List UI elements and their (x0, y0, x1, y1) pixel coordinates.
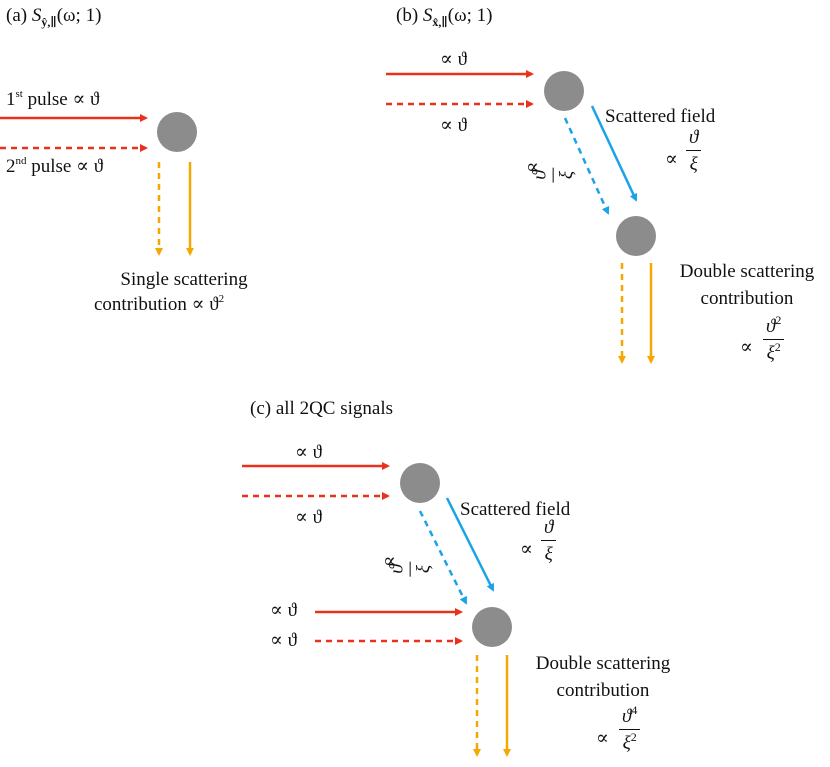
panel-b-s: S (422, 5, 433, 26)
panel-c-incoming2-dashed-label: ∝ ϑ (270, 630, 298, 651)
panel-a-args: (ω; 1) (56, 5, 102, 26)
panel-a-prefix: (a) (6, 5, 32, 26)
panel-b-args: (ω; 1) (447, 5, 493, 26)
panel-b-label: (b) Sx̂,∥(ω; 1) (396, 5, 493, 28)
pulse2-ordinal: nd (15, 155, 27, 167)
particle-c2 (472, 607, 512, 647)
panel-b-subscript: x̂,∥ (432, 15, 448, 29)
panel-c-double-fraction-num: ϑ4 (619, 704, 640, 729)
panel-b-incoming-dashed-label: ∝ ϑ (440, 115, 468, 136)
panel-c-solid-fraction-bar (541, 540, 557, 541)
scatter-solid-arrow-b (590, 105, 638, 202)
panel-c-double-fraction-den: ξ2 (623, 730, 637, 753)
particle-b2 (616, 216, 656, 256)
panel-a-label: (a) Sŷ,∥(ω; 1) (6, 5, 102, 28)
pulse1-label: 1st pulse ∝ ϑ (6, 88, 100, 110)
panel-b-scattered-field-label: Scattered field (605, 106, 716, 127)
panel-b-double-caption-1: Double scattering (679, 261, 815, 282)
panel-b-double-caption-2: contribution (700, 288, 794, 309)
single-contribution-power: 2 (218, 293, 225, 305)
panel-b-solid-fraction: ϑ ξ (686, 127, 702, 175)
panel-b-double-den-power: 2 (774, 340, 781, 354)
panel-b-double-fraction-den: ξ2 (767, 340, 781, 363)
panel-b-dashed-fraction-den: ξ (556, 170, 578, 180)
panel-c-incoming2-solid-label: ∝ ϑ (270, 600, 298, 621)
panel-b-graphic (386, 70, 656, 364)
panel-c-solid-fraction: ϑ ξ (541, 517, 557, 565)
panel-c-solid-fraction-num: ϑ (544, 517, 554, 538)
panel-a-subscript: ŷ,∥ (41, 15, 57, 29)
panel-b-double-prop-sign: ∝ (740, 337, 753, 358)
panel-c-double-prop-sign: ∝ (596, 728, 609, 749)
panel-b-double-num-power: 2 (775, 313, 782, 327)
panel-b-double-fraction-num: ϑ2 (763, 314, 784, 339)
panel-b-incoming-solid-label: ∝ ϑ (440, 49, 468, 70)
particle-b1 (544, 71, 584, 111)
panel-b-double-fraction-bar (763, 339, 785, 340)
panel-a-s: S (31, 5, 42, 26)
panel-c-dashed-fraction: ϑ ξ (386, 561, 435, 577)
panel-b-double-fraction: ϑ2 ξ2 (763, 314, 785, 363)
panel-c-dashed-fraction-num: ϑ (386, 564, 408, 574)
panel-b-solid-prop-sign: ∝ (665, 149, 678, 170)
panel-c-graphic (242, 462, 512, 757)
single-scattering-caption-1: Single scattering (120, 269, 248, 290)
panel-c-double-den-power: 2 (630, 730, 637, 744)
panel-c-incoming-dashed-label: ∝ ϑ (295, 507, 323, 528)
panel-b-dashed-fraction-num: ϑ (529, 170, 551, 180)
single-scattering-caption-2: contribution ∝ ϑ2 (94, 293, 225, 315)
particle-c1 (400, 463, 440, 503)
panel-c-dashed-prop-sign: ∝ (383, 551, 396, 572)
pulse1-number: 1 (6, 89, 16, 110)
panel-b-prefix: (b) (396, 5, 423, 26)
scatter-dashed-arrow-b (563, 117, 610, 215)
panel-c-solid-fraction-den: ξ (544, 544, 553, 565)
single-contribution-text: contribution ∝ ϑ (94, 294, 219, 315)
pulse1-ordinal: st (15, 88, 23, 100)
panel-b-solid-fraction-num: ϑ (689, 127, 699, 148)
panel-b-double-xi: ξ (766, 343, 775, 364)
particle-a (157, 112, 197, 152)
panel-c-dashed-fraction-den: ξ (413, 564, 435, 574)
panel-c-double-num-power: 4 (631, 703, 638, 717)
panel-c-double-caption-1: Double scattering (535, 653, 671, 674)
panel-c-incoming-solid-label: ∝ ϑ (295, 442, 323, 463)
panel-b-double-theta: ϑ (766, 316, 776, 337)
panel-c-solid-prop-sign: ∝ (520, 539, 533, 560)
panel-b-dashed-prop-sign: ∝ (526, 157, 539, 178)
panel-c-double-fraction-bar (619, 729, 641, 730)
pulse2-number: 2 (6, 156, 16, 177)
pulse2-text: pulse ∝ ϑ (26, 156, 104, 177)
panel-a-graphic (0, 112, 197, 256)
scatter-solid-arrow-c (445, 497, 495, 592)
panel-b-solid-fraction-bar (686, 150, 702, 151)
panel-c-double-caption-2: contribution (556, 680, 650, 701)
panel-c-double-fraction: ϑ4 ξ2 (619, 704, 641, 753)
panel-c-scattered-field-label: Scattered field (460, 499, 571, 520)
panel-c-double-xi: ξ (622, 733, 631, 754)
panel-b-dashed-fraction: ϑ ξ (529, 167, 578, 183)
panel-c-label: (c) all 2QC signals (250, 398, 394, 419)
pulse2-label: 2nd pulse ∝ ϑ (6, 155, 104, 177)
pulse1-text: pulse ∝ ϑ (22, 89, 100, 110)
panel-b-solid-fraction-den: ξ (689, 154, 698, 175)
panel-c-double-theta: ϑ (622, 706, 632, 727)
